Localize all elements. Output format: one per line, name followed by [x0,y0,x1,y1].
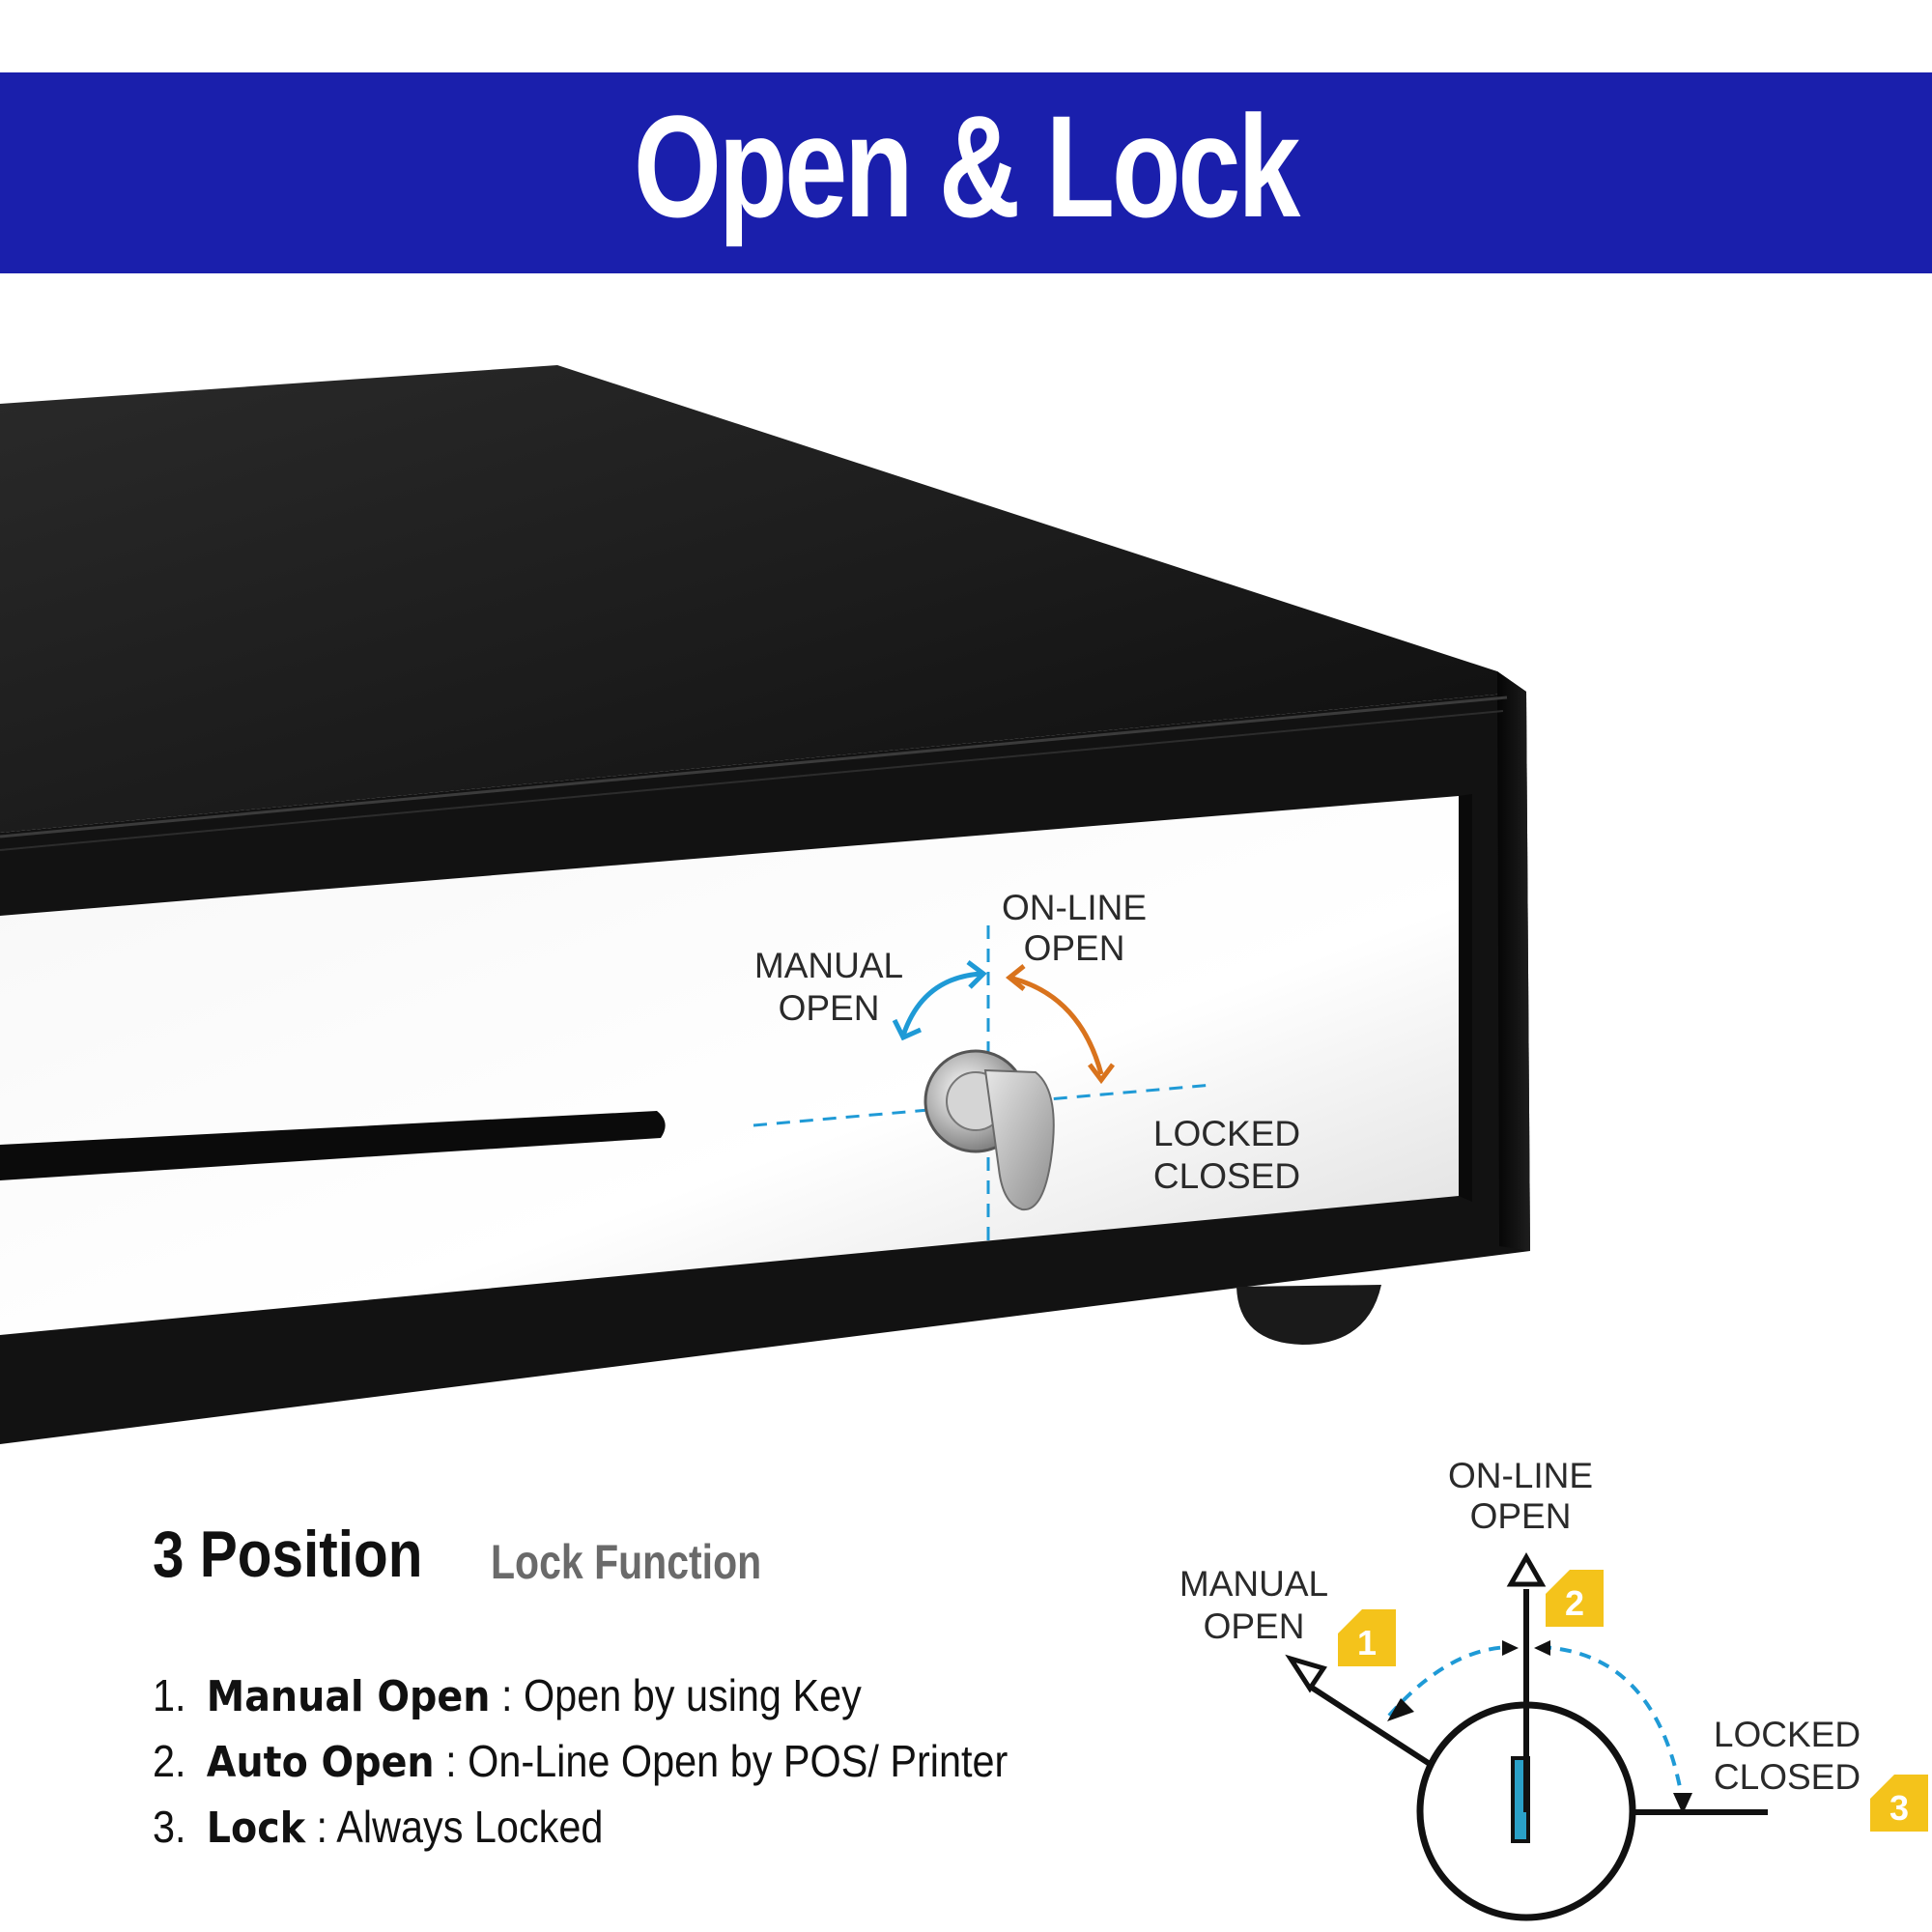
diagram-label-online-line1: ON-LINE [1448,1456,1593,1495]
diagram-label-online-line2: OPEN [1470,1496,1572,1536]
info-heading: 3 Position Lock Function [153,1517,1167,1604]
badge-3: 3 [1870,1775,1928,1832]
item-description: : Open by using Key [490,1670,862,1720]
badge-1: 1 [1338,1609,1396,1666]
banner-title: Open & Lock [634,84,1300,247]
drawer-foot [1236,1285,1381,1345]
item-description: : On-Line Open by POS/ Printer [434,1736,1009,1786]
manual-open-arrow [900,971,982,1037]
arrowhead-diagonal-icon [1285,1654,1327,1693]
diagram-label-locked-line1: LOCKED [1714,1715,1861,1754]
drawer-slot [0,1111,666,1180]
list-item-auto-open: 2. Auto Open : On-Line Open by POS/ Print… [153,1729,1065,1795]
arrowhead-up-icon [1506,1551,1547,1587]
item-description: : Always Locked [305,1802,604,1852]
diagram-label-manual-line2: OPEN [1204,1606,1305,1646]
drawer-side-edge [1497,671,1530,1251]
lock-function-info: 3 Position Lock Function 1. Manual Open :… [153,1517,1167,1861]
diagram-label-locked-line2: CLOSED [1714,1757,1861,1797]
info-title: 3 Position [153,1518,423,1591]
item-number: 1. [153,1670,186,1720]
position-list: 1. Manual Open : Open by using Key 2. Auto… [153,1663,1167,1861]
online-open-arrow [1009,975,1104,1075]
item-term: Lock [206,1804,306,1853]
cash-drawer [0,365,1530,1444]
rotation-guide [1387,1645,1514,1718]
photo-label-locked-line2: CLOSED [1153,1156,1300,1196]
item-term: Auto Open [206,1738,435,1787]
photo-label-manual-line2: OPEN [779,988,880,1028]
list-item-lock: 3. Lock : Always Locked [153,1795,1065,1861]
photo-label-online-line2: OPEN [1024,928,1125,968]
svg-text:2: 2 [1565,1583,1584,1623]
svg-text:1: 1 [1357,1623,1377,1662]
list-item-manual-open: 1. Manual Open : Open by using Key [153,1663,1065,1729]
photo-label-manual-line1: MANUAL [754,946,903,985]
drawer-top-surface [0,365,1526,833]
title-banner: Open & Lock [0,72,1932,273]
photo-label-online-line1: ON-LINE [1002,888,1147,927]
lock-position-diagram: 1 2 3 ON-LINE OPEN MANUAL OPEN LOCKED CL… [1179,1456,1928,1921]
item-term: Manual Open [206,1672,491,1721]
info-subtitle: Lock Function [491,1535,762,1589]
badge-2: 2 [1546,1570,1604,1627]
key-icon [983,1068,1055,1211]
svg-text:3: 3 [1889,1788,1909,1828]
item-number: 2. [153,1736,186,1786]
drawer-front-panel [0,796,1459,1335]
diagram-label-manual-line1: MANUAL [1179,1564,1328,1604]
guide-lines [753,925,1213,1244]
item-number: 3. [153,1802,186,1852]
photo-label-locked-line1: LOCKED [1153,1114,1300,1153]
